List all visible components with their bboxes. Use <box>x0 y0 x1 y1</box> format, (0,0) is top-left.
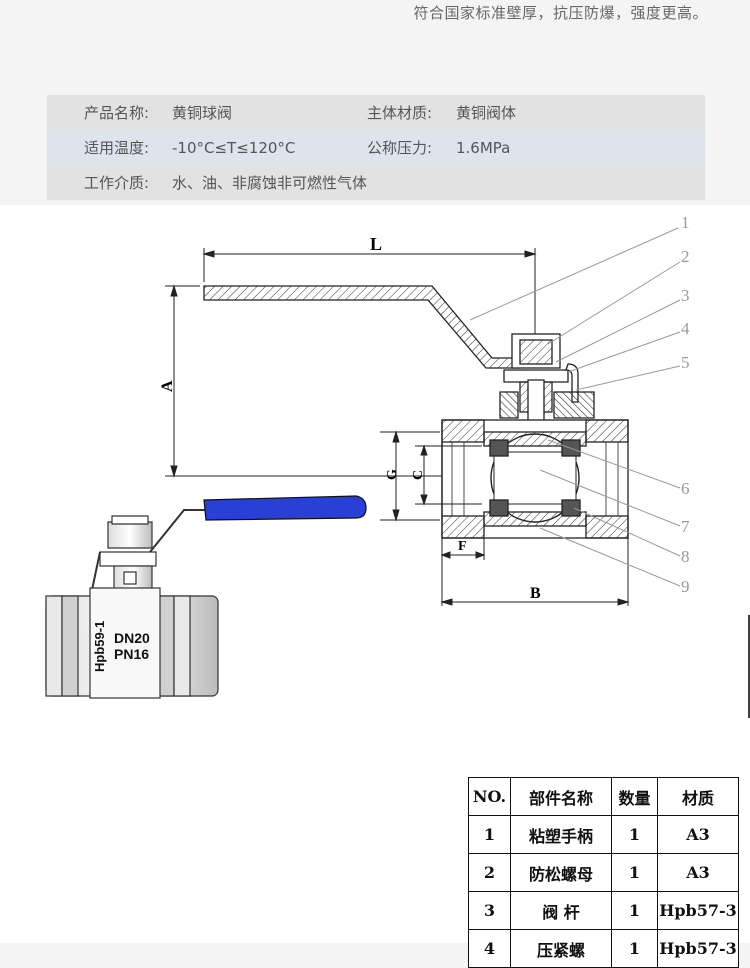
spec-key: 主体材质: <box>367 104 433 122</box>
parts-table: NO. 部件名称 数量 材质 1 粘塑手柄 1 A3 2 防松螺母 1 A3 3… <box>468 777 739 968</box>
top-caption-area: 符合国家标准壁厚，抗压防爆，强度更高。 产品名称: 黄铜球阀 主体材质: 黄铜阀… <box>0 0 750 205</box>
cell-no: 2 <box>468 853 511 892</box>
cell-qty: 1 <box>611 815 658 854</box>
section-handle <box>203 285 521 369</box>
table-row: 1 粘塑手柄 1 A3 <box>468 815 739 854</box>
valve-size-mark: DN20 <box>114 630 150 646</box>
valve-markings: Hpb59-1 DN20 PN16 <box>92 621 150 672</box>
cell-no: 1 <box>468 815 511 854</box>
spec-value: -10°C≤T≤120°C <box>172 138 296 157</box>
dim-B-label: B <box>530 585 541 602</box>
dim-G-label: G <box>385 469 400 480</box>
cell-no: 4 <box>468 929 511 968</box>
table-row: 4 压紧螺 1 Hpb57-3 <box>468 929 739 968</box>
table-row: 2 防松螺母 1 A3 <box>468 853 739 892</box>
parts-header-row: NO. 部件名称 数量 材质 <box>468 777 739 816</box>
callout-2: 2 <box>681 247 690 266</box>
spec-key: 工作介质: <box>84 174 150 192</box>
spec-value: 黄铜阀体 <box>456 104 517 122</box>
callout-3: 3 <box>681 286 690 305</box>
spec-key: 适用温度: <box>84 139 150 157</box>
spec-key: 公称压力: <box>367 139 433 157</box>
valve-illustration <box>45 495 367 699</box>
spec-table: 产品名称: 黄铜球阀 主体材质: 黄铜阀体 适用温度: -10°C≤T≤120°… <box>47 95 705 200</box>
cell-material: A3 <box>657 815 739 854</box>
callout-4: 4 <box>681 319 690 338</box>
callout-8: 8 <box>681 547 690 566</box>
cell-no: 3 <box>468 891 511 930</box>
cell-material: Hpb57-3 <box>657 929 739 968</box>
spec-row: 产品名称: 黄铜球阀 主体材质: 黄铜阀体 <box>47 95 705 130</box>
dimension-L <box>202 248 537 335</box>
spec-value: 黄铜球阀 <box>172 104 233 122</box>
dimension-F <box>440 530 486 606</box>
cell-part: 防松螺母 <box>510 853 612 892</box>
callout-leaders <box>469 227 681 587</box>
callout-9: 9 <box>681 577 690 596</box>
dim-C-label: C <box>411 470 426 480</box>
header-cell: 部件名称 <box>510 777 612 816</box>
cell-qty: 1 <box>611 891 658 930</box>
callout-numbers: 1 2 3 4 5 6 7 8 9 <box>681 213 690 596</box>
dimension-G-C <box>380 430 482 522</box>
header-cell: 材质 <box>657 777 739 816</box>
cell-material: Hpb57-3 <box>657 891 739 930</box>
table-row: 3 阀 杆 1 Hpb57-3 <box>468 891 739 930</box>
cell-part: 阀 杆 <box>510 891 612 930</box>
header-cell: NO. <box>468 777 511 816</box>
valve-pressure-mark: PN16 <box>114 646 149 662</box>
section-stem <box>499 333 595 433</box>
dim-F-label: F <box>458 539 467 554</box>
dim-A-label: A <box>159 380 176 392</box>
callout-5: 5 <box>681 353 690 372</box>
dimension-B <box>440 538 630 606</box>
section-body <box>441 419 629 539</box>
technical-drawing: L A <box>0 205 750 968</box>
header-cell: 数量 <box>611 777 658 816</box>
callout-6: 6 <box>681 479 690 498</box>
drawing-svg: L A <box>45 213 750 718</box>
spec-key: 产品名称: <box>84 104 150 122</box>
cell-part: 粘塑手柄 <box>510 815 612 854</box>
callout-7: 7 <box>681 517 690 536</box>
valve-material-mark: Hpb59-1 <box>92 621 107 672</box>
cell-qty: 1 <box>611 929 658 968</box>
cell-material: A3 <box>657 853 739 892</box>
spec-value: 水、油、非腐蚀非可燃性气体 <box>172 174 368 192</box>
dim-L-label: L <box>370 234 382 254</box>
spec-row: 工作介质: 水、油、非腐蚀非可燃性气体 <box>47 165 705 200</box>
caption-text: 符合国家标准壁厚，抗压防爆，强度更高。 <box>413 4 708 22</box>
cell-qty: 1 <box>611 853 658 892</box>
callout-1: 1 <box>681 213 690 232</box>
cell-part: 压紧螺 <box>510 929 612 968</box>
spec-value: 1.6MPa <box>456 138 511 157</box>
spec-row: 适用温度: -10°C≤T≤120°C 公称压力: 1.6MPa <box>47 130 705 165</box>
